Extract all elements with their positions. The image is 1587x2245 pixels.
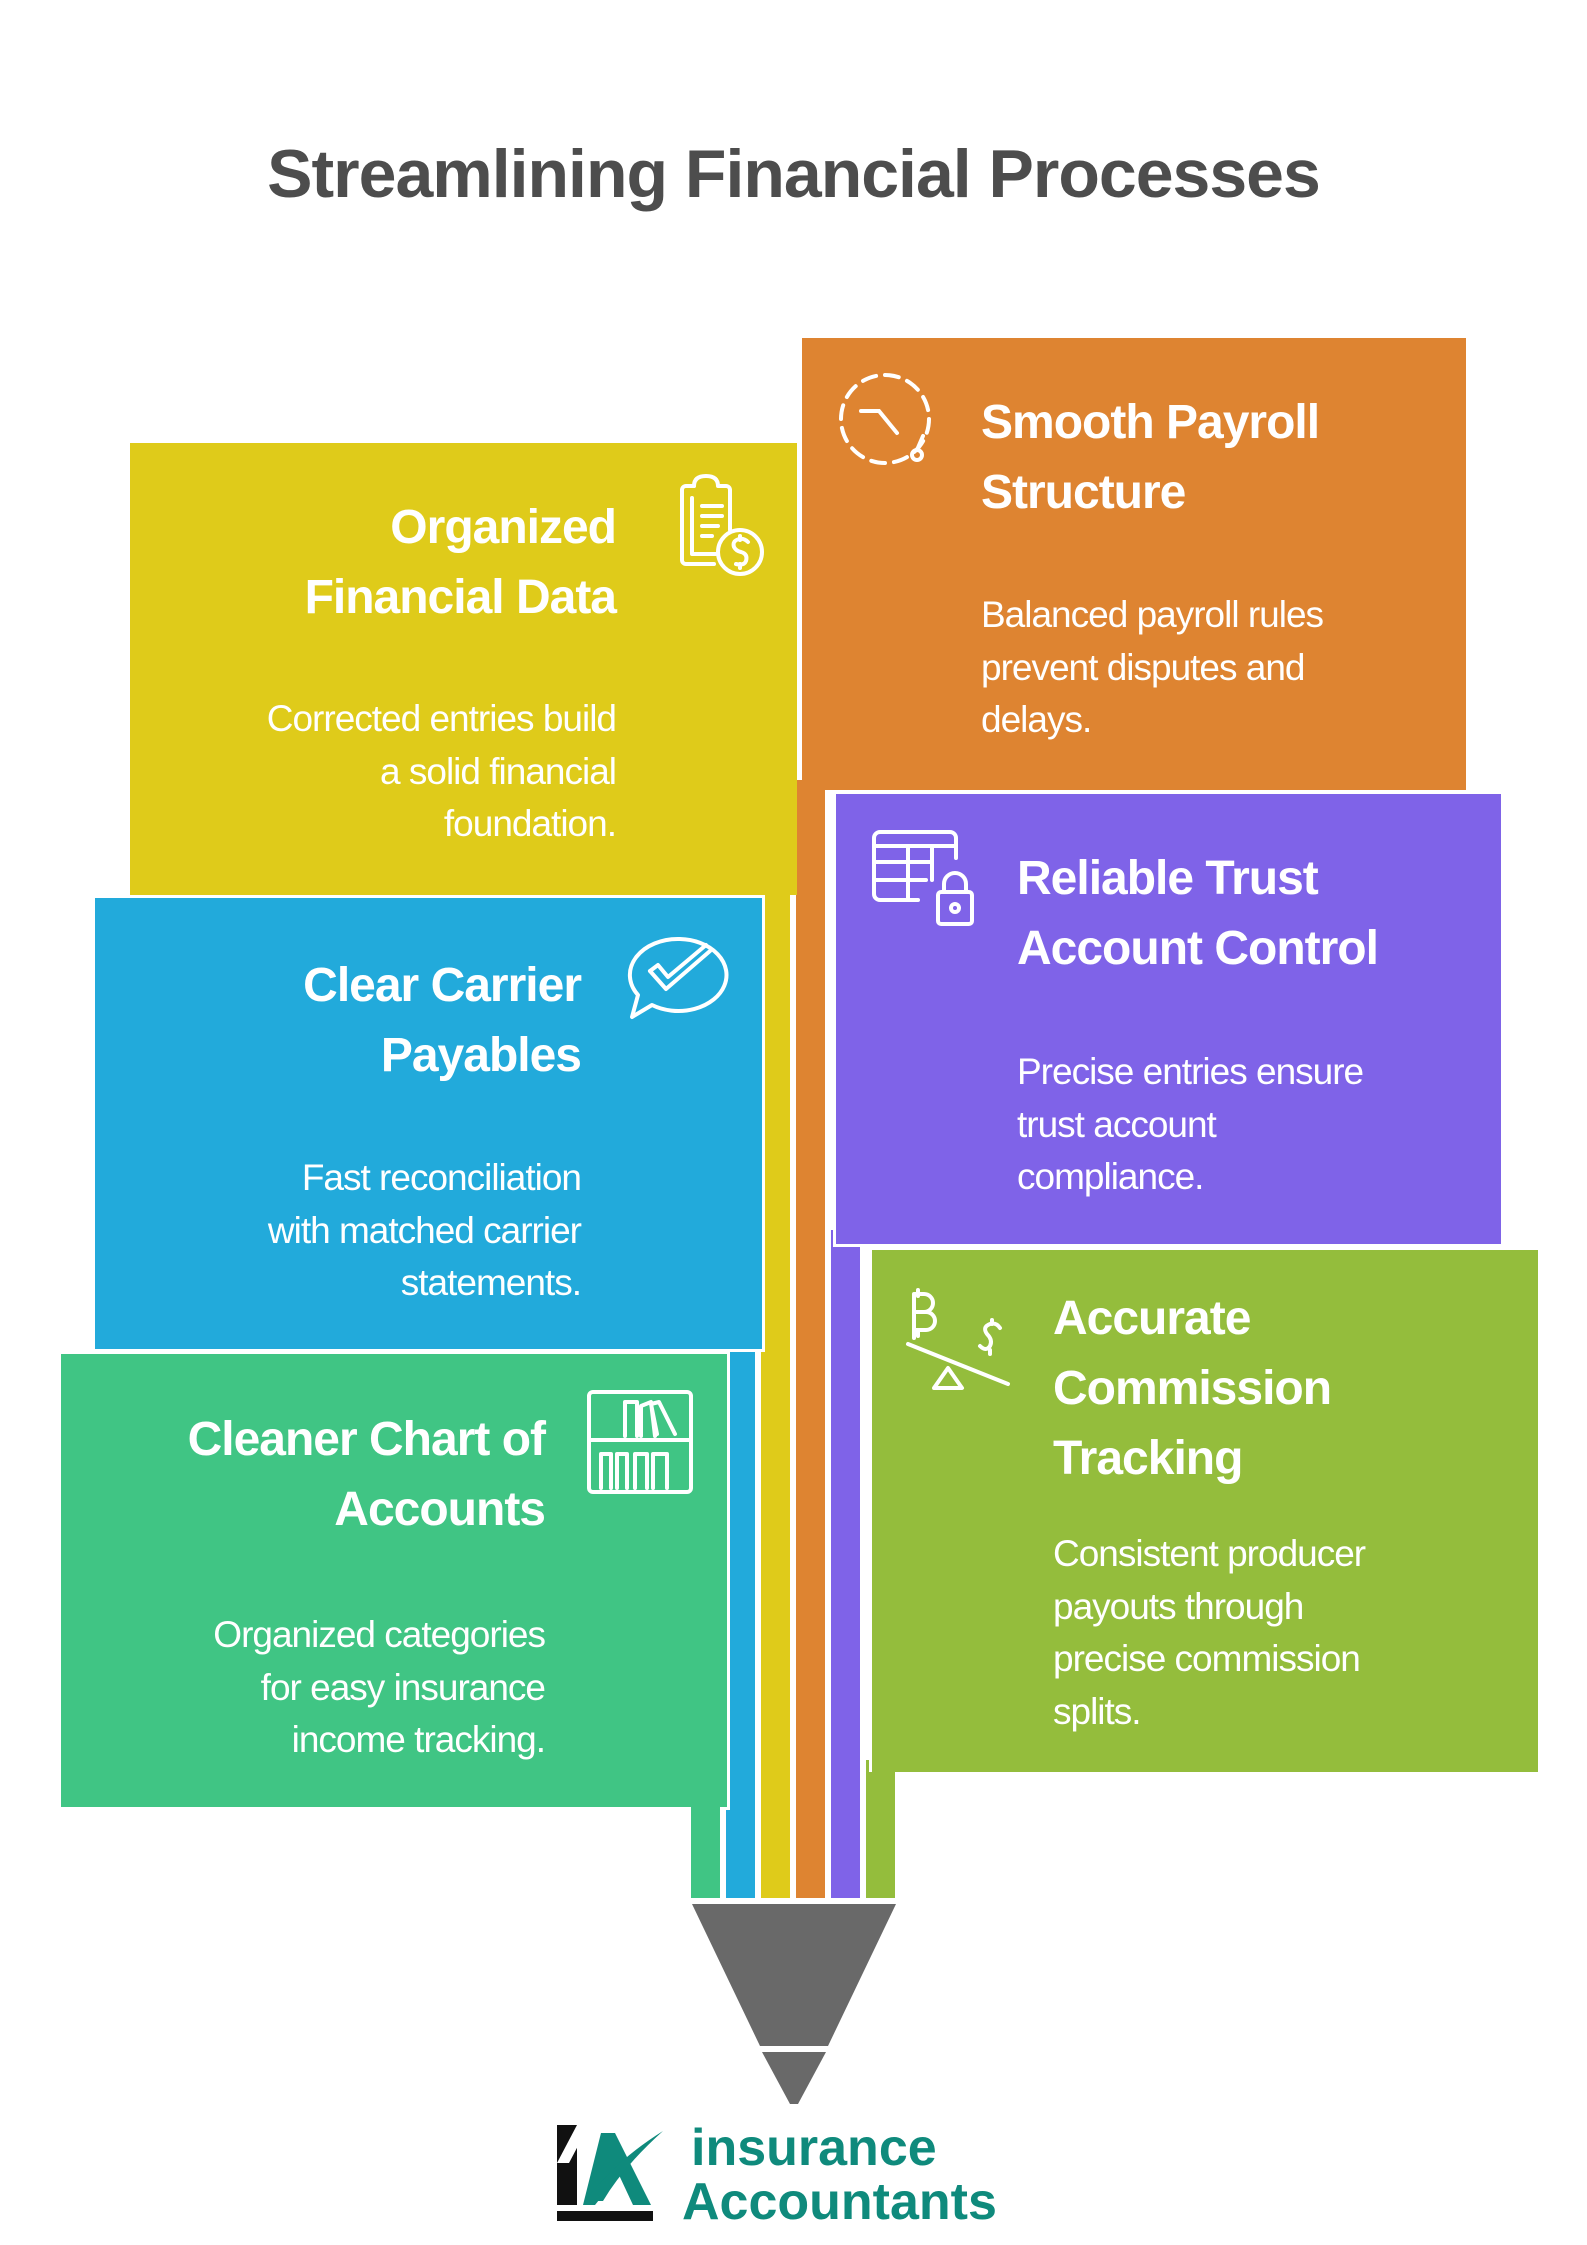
body-smooth-payroll-structure: Balanced payroll rules prevent disputes … bbox=[981, 589, 1324, 747]
card-accurate-commission-tracking bbox=[872, 1250, 1538, 1772]
heading-line: Payables bbox=[380, 1029, 582, 1082]
body-line: a solid financial bbox=[380, 750, 617, 792]
stem-lime-lower bbox=[866, 1772, 895, 1898]
body-accurate-commission-tracking: Consistent producer payouts through prec… bbox=[1053, 1528, 1366, 1738]
chat-check-icon bbox=[620, 933, 732, 1031]
body-organized-financial-data: Corrected entries build a solid financia… bbox=[266, 693, 617, 851]
stem-purple bbox=[831, 1230, 860, 1898]
logo-word-insurance: insurance bbox=[691, 2119, 937, 2177]
heading-reliable-trust-account-control: Reliable Trust Account Control bbox=[1017, 844, 1379, 984]
body-line: prevent disputes and bbox=[981, 646, 1306, 688]
card-smooth-payroll-structure bbox=[802, 338, 1466, 790]
body-line: with matched carrier bbox=[267, 1209, 582, 1251]
body-line: Balanced payroll rules bbox=[981, 594, 1324, 635]
crypto-dollar-seesaw-icon bbox=[904, 1288, 1012, 1394]
body-line: compliance. bbox=[1017, 1156, 1204, 1197]
body-line: Corrected entries build bbox=[266, 698, 617, 739]
stem-blue bbox=[726, 1340, 755, 1898]
heading-line: Accurate bbox=[1053, 1292, 1251, 1345]
body-cleaner-chart-of-accounts: Organized categories for easy insurance … bbox=[213, 1609, 546, 1767]
heading-line: Account Control bbox=[1017, 922, 1379, 975]
body-line: payouts through bbox=[1053, 1585, 1304, 1627]
heading-clear-carrier-payables: Clear Carrier Payables bbox=[303, 951, 582, 1091]
stem-green-lower bbox=[691, 1807, 720, 1898]
heading-line: Smooth Payroll bbox=[981, 396, 1320, 449]
stem-yellow bbox=[761, 880, 790, 1898]
body-clear-carrier-payables: Fast reconciliation with matched carrier… bbox=[267, 1152, 582, 1310]
bookshelf-icon bbox=[585, 1388, 695, 1496]
heading-line: Structure bbox=[981, 466, 1186, 519]
body-line: delays. bbox=[981, 699, 1092, 740]
card-organized-financial-data bbox=[130, 443, 797, 895]
body-line: precise commission bbox=[1053, 1638, 1361, 1679]
heading-line: Cleaner Chart of bbox=[187, 1413, 546, 1466]
heading-line: Tracking bbox=[1053, 1432, 1243, 1485]
body-line: splits. bbox=[1053, 1690, 1142, 1732]
heading-organized-financial-data: Organized Financial Data bbox=[304, 493, 617, 633]
logo-word-accountants: Accountants bbox=[682, 2173, 997, 2231]
dashed-clock-icon bbox=[833, 371, 941, 473]
table-lock-icon bbox=[868, 822, 978, 932]
body-line: trust account bbox=[1017, 1103, 1217, 1145]
heading-line: Accounts bbox=[334, 1483, 546, 1536]
body-line: Organized categories bbox=[213, 1614, 546, 1655]
body-line: Fast reconciliation bbox=[301, 1157, 582, 1198]
heading-smooth-payroll-structure: Smooth Payroll Structure bbox=[981, 388, 1320, 528]
ia-logo-mark-icon bbox=[555, 2123, 665, 2225]
insurance-accountants-logo: insurance Accountants bbox=[555, 2118, 1045, 2228]
body-line: for easy insurance bbox=[260, 1666, 546, 1708]
heading-line: Reliable Trust bbox=[1017, 852, 1319, 905]
heading-line: Commission bbox=[1053, 1362, 1332, 1415]
body-line: income tracking. bbox=[291, 1719, 546, 1760]
card-cleaner-chart-of-accounts bbox=[61, 1354, 727, 1807]
body-line: Consistent producer bbox=[1053, 1533, 1366, 1574]
heading-cleaner-chart-of-accounts: Cleaner Chart of Accounts bbox=[187, 1405, 546, 1545]
heading-line: Financial Data bbox=[304, 571, 617, 624]
body-line: statements. bbox=[400, 1262, 582, 1303]
heading-accurate-commission-tracking: Accurate Commission Tracking bbox=[1053, 1284, 1332, 1494]
page-title: Streamlining Financial Processes bbox=[267, 136, 1321, 212]
clipboard-dollar-icon bbox=[654, 472, 764, 580]
funnel-icon bbox=[690, 1904, 898, 2108]
heading-line: Organized bbox=[390, 501, 617, 554]
body-line: Precise entries ensure bbox=[1017, 1051, 1364, 1092]
stem-orange bbox=[796, 780, 825, 1898]
body-reliable-trust-account-control: Precise entries ensure trust account com… bbox=[1017, 1046, 1364, 1204]
card-purple-fill bbox=[836, 794, 1501, 1244]
body-line: foundation. bbox=[443, 803, 617, 844]
heading-line: Clear Carrier bbox=[303, 959, 582, 1012]
